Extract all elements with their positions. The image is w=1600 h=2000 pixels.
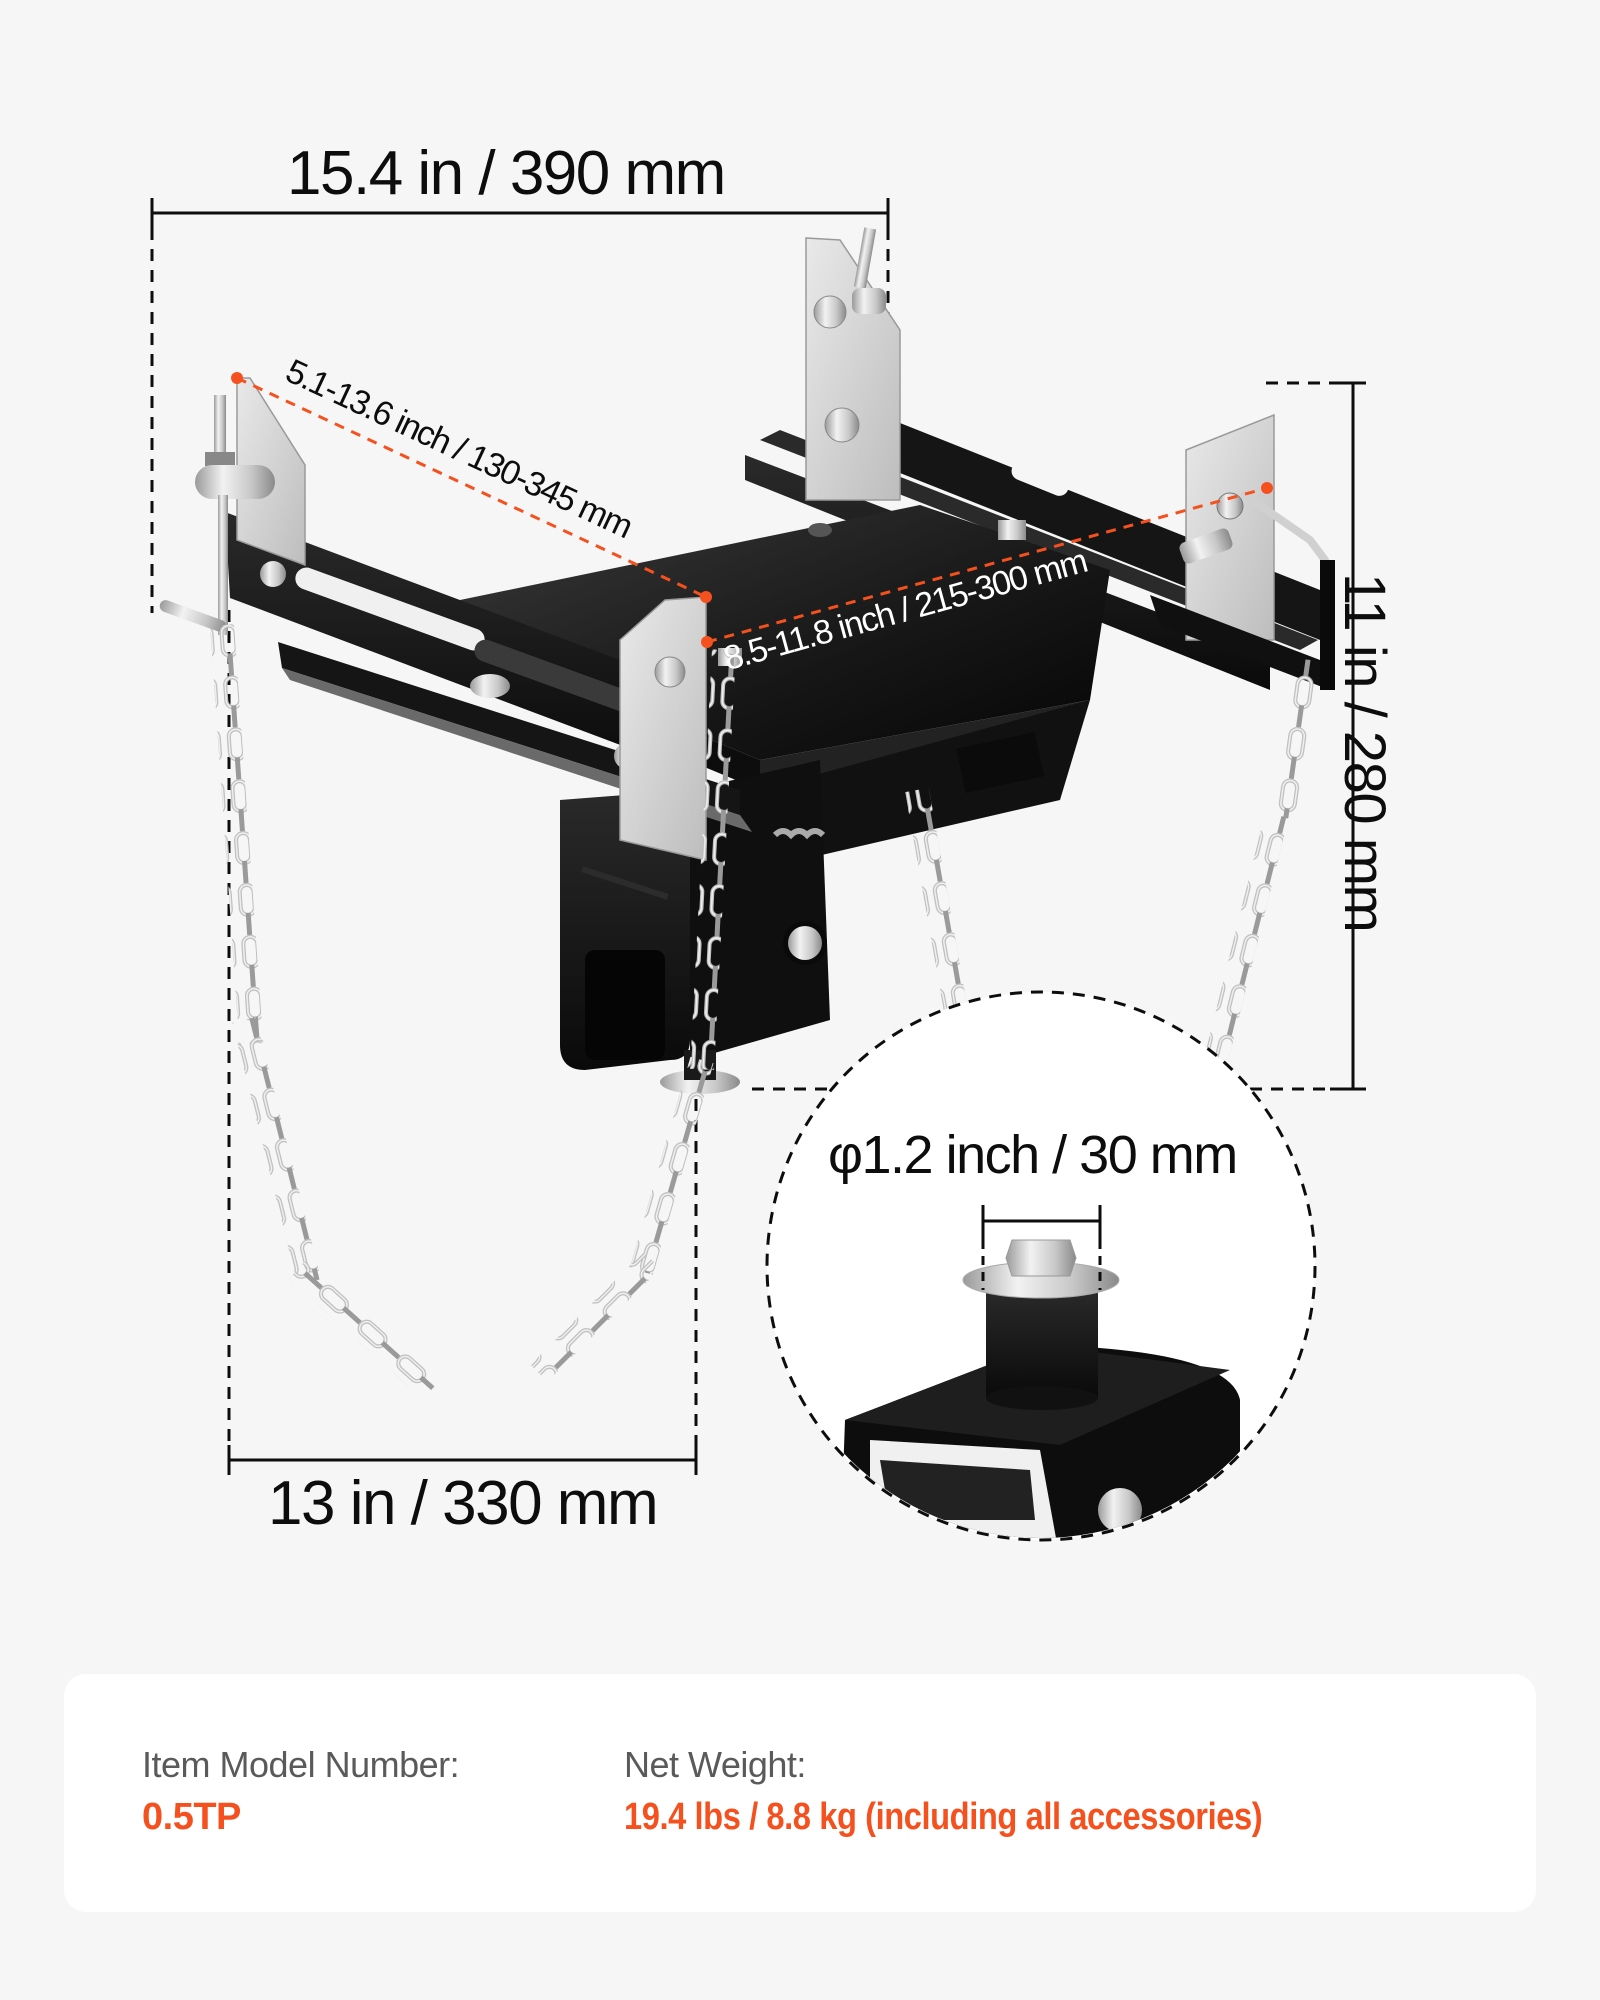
pin-detail-callout xyxy=(765,990,1317,1542)
bottom-width-dimension xyxy=(227,610,698,1475)
pin-diameter-label: φ1.2 inch / 30 mm xyxy=(828,1125,1238,1185)
pin-diameter-dimension xyxy=(981,1205,1102,1290)
product-diagram: 15.4 in / 390 mm 11 in / 280 mm 13 in / … xyxy=(150,139,1397,1542)
clamp-range-lines xyxy=(231,372,1273,648)
model-number-label: Item Model Number: xyxy=(142,1744,460,1785)
model-number-value: 0.5TP xyxy=(142,1796,241,1838)
measure-endpoint-icon xyxy=(1261,482,1273,494)
product-illustration xyxy=(150,198,1366,1542)
measure-endpoint-icon xyxy=(701,636,713,648)
overall-height-label: 11 in / 280 mm xyxy=(1332,573,1397,932)
measure-endpoint-icon xyxy=(231,372,243,384)
base-width-label: 13 in / 330 mm xyxy=(268,1469,659,1538)
overall-width-label: 15.4 in / 390 mm xyxy=(287,139,726,208)
net-weight-label: Net Weight: xyxy=(624,1744,806,1785)
front-bracket xyxy=(159,377,752,861)
net-weight-value: 19.4 lbs / 8.8 kg (including all accesso… xyxy=(624,1796,1263,1838)
safety-chains xyxy=(210,624,1322,1400)
measure-endpoint-icon xyxy=(700,591,712,603)
spec-card: Item Model Number: 0.5TP Net Weight: 19.… xyxy=(64,1674,1536,1912)
right-height-dimension xyxy=(752,381,1366,1091)
